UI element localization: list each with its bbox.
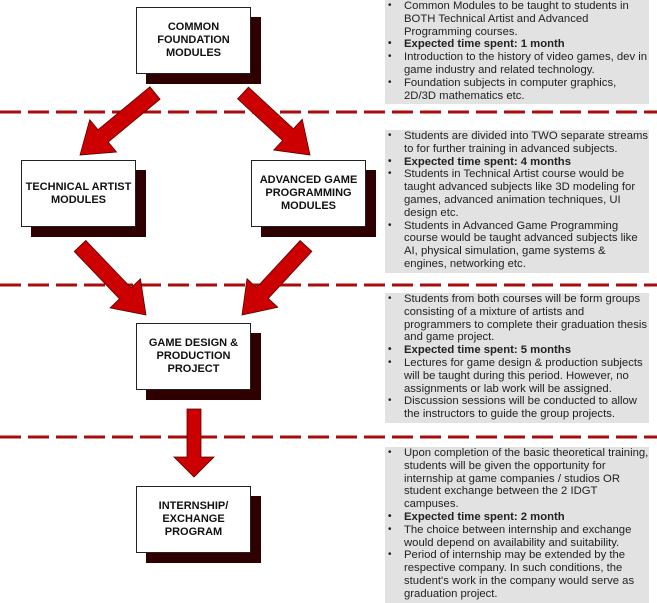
bullet-item: Upon completion of the basic theoretical… [385, 447, 649, 511]
bullet-item: Students in Advanced Game Programming co… [385, 220, 649, 271]
time-spent-bullet: Expected time spent: 1 month [385, 38, 649, 51]
arrow-to-advanced-icon [237, 86, 311, 156]
technical-artist-box: TECHNICAL ARTIST MODULES [21, 160, 136, 227]
arrow-to-technical-icon [79, 86, 161, 156]
bullet-item: Discussion sessions will be conducted to… [385, 395, 649, 421]
internship-box: INTERNSHIP/ EXCHANGE PROGRAM [136, 486, 251, 553]
bullet-item: Students from both courses will be form … [385, 293, 649, 344]
time-spent-bullet: Expected time spent: 4 months [385, 156, 649, 169]
panel-foundation: Common Modules to be taught to students … [385, 0, 649, 105]
time-spent-bullet: Expected time spent: 2 month [385, 511, 649, 524]
bullet-item: Introduction to the history of video gam… [385, 51, 649, 77]
time-spent-bullet: Expected time spent: 5 months [385, 344, 649, 357]
game-design-box: GAME DESIGN & PRODUCTION PROJECT [136, 323, 251, 390]
bullet-item: Foundation subjects in computer graphics… [385, 77, 649, 103]
bullet-item: Students in Technical Artist course woul… [385, 168, 649, 219]
panel-game-project: Students from both courses will be form … [385, 293, 649, 423]
panel-advanced-streams: Students are divided into TWO separate s… [385, 130, 649, 273]
panel-internship: Upon completion of the basic theoretical… [385, 447, 649, 603]
arrow-advanced-to-project-icon [241, 239, 313, 316]
common-foundation-box: COMMON FOUNDATION MODULES [136, 7, 251, 74]
arrow-project-to-internship-icon [173, 408, 215, 478]
advanced-programming-box: ADVANCED GAME PROGRAMMING MODULES [251, 160, 366, 227]
bullet-item: Lectures for game design & production su… [385, 357, 649, 395]
bullet-item: Period of internship may be extended by … [385, 549, 649, 600]
bullet-item: Common Modules to be taught to students … [385, 0, 649, 38]
bullet-item: Students are divided into TWO separate s… [385, 130, 649, 156]
bullet-item: The choice between internship and exchan… [385, 524, 649, 550]
arrow-technical-to-project-icon [73, 239, 147, 316]
